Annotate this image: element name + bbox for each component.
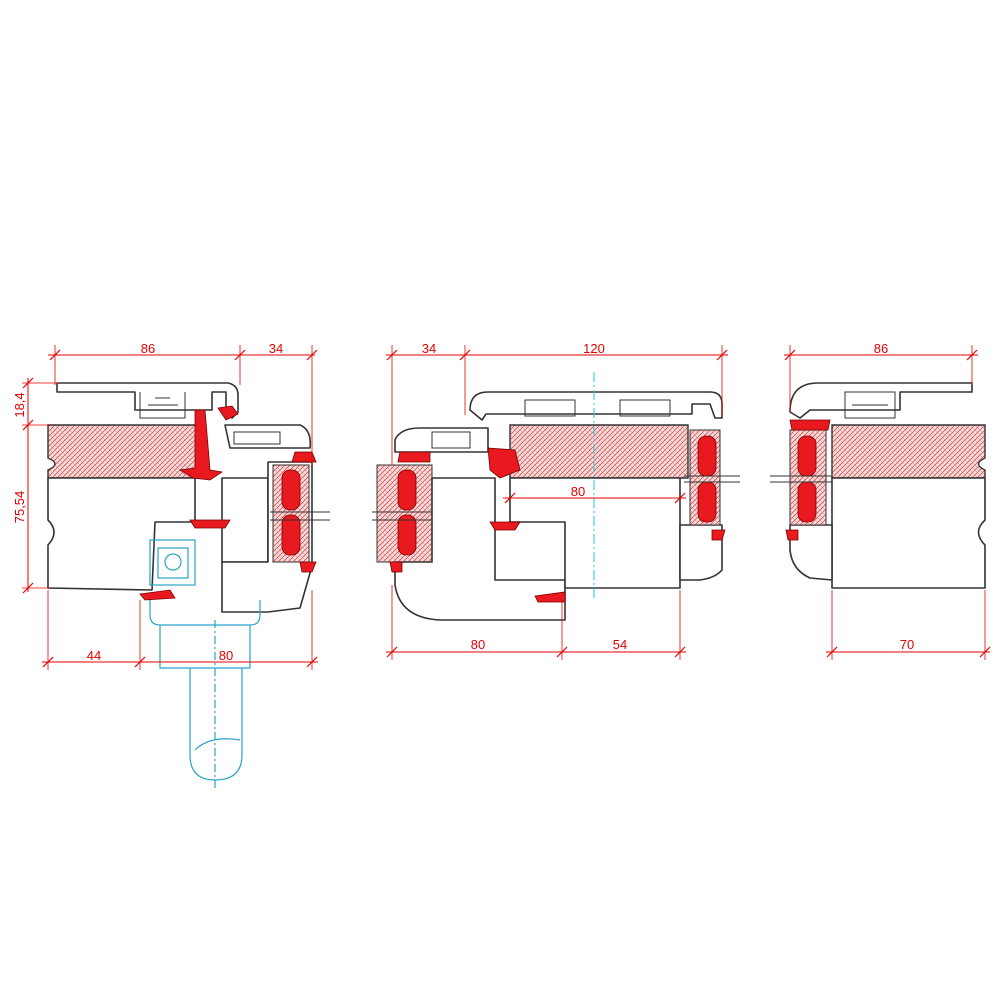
right-dim-70: 70: [900, 637, 914, 652]
left-frame-body: [47, 477, 196, 591]
middle-dim-54: 54: [613, 637, 627, 652]
left-section: [47, 382, 330, 790]
middle-sash-wood: [509, 424, 689, 479]
left-alu-cap: [56, 382, 239, 419]
left-dim-44: 44: [87, 648, 101, 663]
middle-section: [372, 372, 740, 621]
handle-icon: [149, 539, 261, 790]
right-alu-cap: [789, 382, 973, 419]
right-section: [770, 382, 986, 589]
middle-dim-80: 80: [471, 637, 485, 652]
left-dim-18-4: 18,4: [12, 392, 27, 417]
middle-dim-34: 34: [422, 341, 436, 356]
middle-frame-body: [394, 477, 566, 621]
right-dim-86: 86: [874, 341, 888, 356]
middle-dim-inner-80: 80: [571, 484, 585, 499]
dimensions: 86 34 18,4 75,54 44 80 34 120: [12, 341, 991, 670]
right-sash-wood: [831, 424, 986, 479]
left-dim-80: 80: [219, 648, 233, 663]
left-dim-86: 86: [141, 341, 155, 356]
left-dim-34: 34: [269, 341, 283, 356]
middle-alu-cap: [469, 391, 723, 421]
left-dim-75-54: 75,54: [12, 491, 27, 524]
middle-dim-120: 120: [583, 341, 605, 356]
